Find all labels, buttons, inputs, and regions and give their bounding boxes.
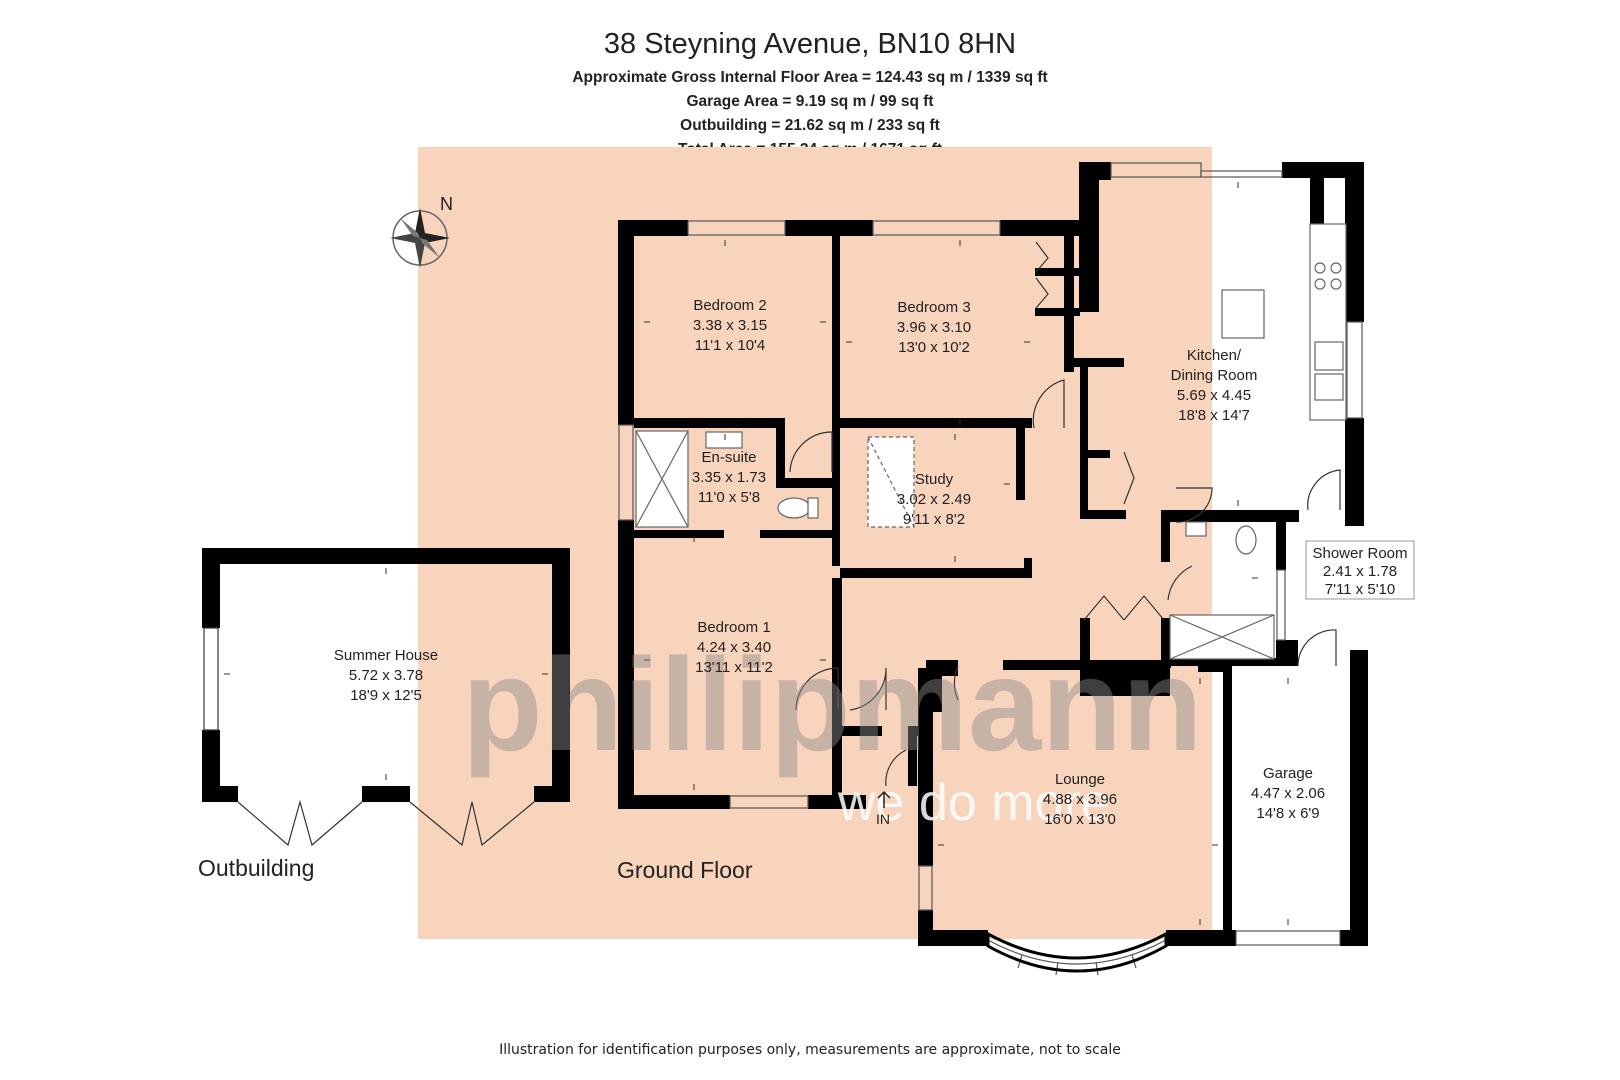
- disclaimer-footer: Illustration for identification purposes…: [499, 1042, 1121, 1058]
- room-metric: 3.96 x 3.10: [897, 319, 971, 336]
- room-metric: 3.38 x 3.15: [693, 317, 767, 334]
- outbuilding-area-text: Outbuilding = 21.62 sq m / 233 sq ft: [680, 117, 940, 134]
- room-metric: 4.47 x 2.06: [1251, 785, 1325, 802]
- house-walls: [618, 162, 1368, 946]
- room-name: Kitchen/: [1187, 347, 1242, 364]
- room-bedroom3: Bedroom 3 3.96 x 3.10 13'0 x 10'2: [897, 299, 971, 356]
- room-imperial: 18'9 x 12'5: [350, 687, 422, 704]
- room-lounge: Lounge 4.88 x 3.96 16'0 x 13'0: [1043, 771, 1117, 828]
- room-metric: 2.41 x 1.78: [1323, 563, 1397, 580]
- entrance-marker: IN: [876, 790, 891, 827]
- room-kitchen: Kitchen/ Dining Room 5.69 x 4.45 18'8 x …: [1171, 347, 1258, 424]
- room-imperial: 16'0 x 13'0: [1044, 811, 1116, 828]
- room-shower: Shower Room 2.41 x 1.78 7'11 x 5'10: [1305, 540, 1415, 600]
- room-imperial: 14'8 x 6'9: [1256, 805, 1319, 822]
- watermark-tagline: we do more: [837, 774, 1110, 832]
- room-metric: 3.35 x 1.73: [692, 469, 766, 486]
- outbuilding-doors: [203, 627, 535, 847]
- room-name: Bedroom 1: [697, 619, 770, 636]
- room-metric: 5.72 x 3.78: [349, 667, 423, 684]
- outbuilding-label: Outbuilding: [198, 855, 314, 881]
- plan-title: 38 Steyning Avenue, BN10 8HN: [603, 28, 1017, 60]
- room-bedroom2: Bedroom 2 3.38 x 3.15 11'1 x 10'4: [693, 297, 767, 354]
- entrance-arrow-icon: [877, 790, 891, 808]
- room-name: Shower Room: [1312, 545, 1407, 562]
- room-garage: Garage 4.47 x 2.06 14'8 x 6'9: [1251, 765, 1325, 822]
- room-name-line2: Dining Room: [1171, 367, 1258, 384]
- room-bedroom1: Bedroom 1 4.24 x 3.40 13'11 x 11'2: [695, 619, 773, 676]
- room-imperial: 13'0 x 10'2: [898, 339, 970, 356]
- compass-north-label: N: [440, 194, 453, 214]
- room-name: Garage: [1263, 765, 1313, 782]
- room-imperial: 18'8 x 14'7: [1178, 407, 1250, 424]
- outbuilding-walls: [202, 548, 570, 802]
- watermark-brand: phillipmann: [462, 631, 1203, 778]
- compass-icon: N: [390, 194, 453, 268]
- door-swings: [789, 241, 1341, 787]
- gross-area-text: Approximate Gross Internal Floor Area = …: [572, 69, 1048, 86]
- room-study: Study 3.02 x 2.49 9'11 x 8'2: [897, 471, 971, 528]
- room-name: En-suite: [701, 449, 756, 466]
- room-name: Summer House: [334, 647, 438, 664]
- room-ensuite: En-suite 3.35 x 1.73 11'0 x 5'8: [692, 449, 766, 506]
- room-imperial: 11'0 x 5'8: [698, 489, 760, 506]
- room-imperial: 9'11 x 8'2: [903, 511, 965, 528]
- room-name: Study: [915, 471, 954, 488]
- room-name: Bedroom 3: [897, 299, 970, 316]
- room-name: Lounge: [1055, 771, 1105, 788]
- room-name: Bedroom 2: [693, 297, 766, 314]
- ground-floor-label: Ground Floor: [617, 857, 753, 883]
- garage-area-text: Garage Area = 9.19 sq m / 99 sq ft: [686, 93, 934, 110]
- room-summer-house: Summer House 5.72 x 3.78 18'9 x 12'5: [334, 647, 438, 704]
- room-metric: 4.24 x 3.40: [697, 639, 771, 656]
- dimension-ticks: [224, 182, 1289, 925]
- room-metric: 3.02 x 2.49: [897, 491, 971, 508]
- room-metric: 5.69 x 4.45: [1177, 387, 1251, 404]
- kitchen-fittings: [1221, 223, 1347, 421]
- room-imperial: 11'1 x 10'4: [695, 337, 766, 354]
- entrance-label: IN: [876, 811, 890, 827]
- room-imperial: 7'11 x 5'10: [1325, 581, 1396, 598]
- room-metric: 4.88 x 3.96: [1043, 791, 1117, 808]
- bathroom-fittings: [635, 430, 1275, 660]
- room-imperial: 13'11 x 11'2: [695, 659, 773, 676]
